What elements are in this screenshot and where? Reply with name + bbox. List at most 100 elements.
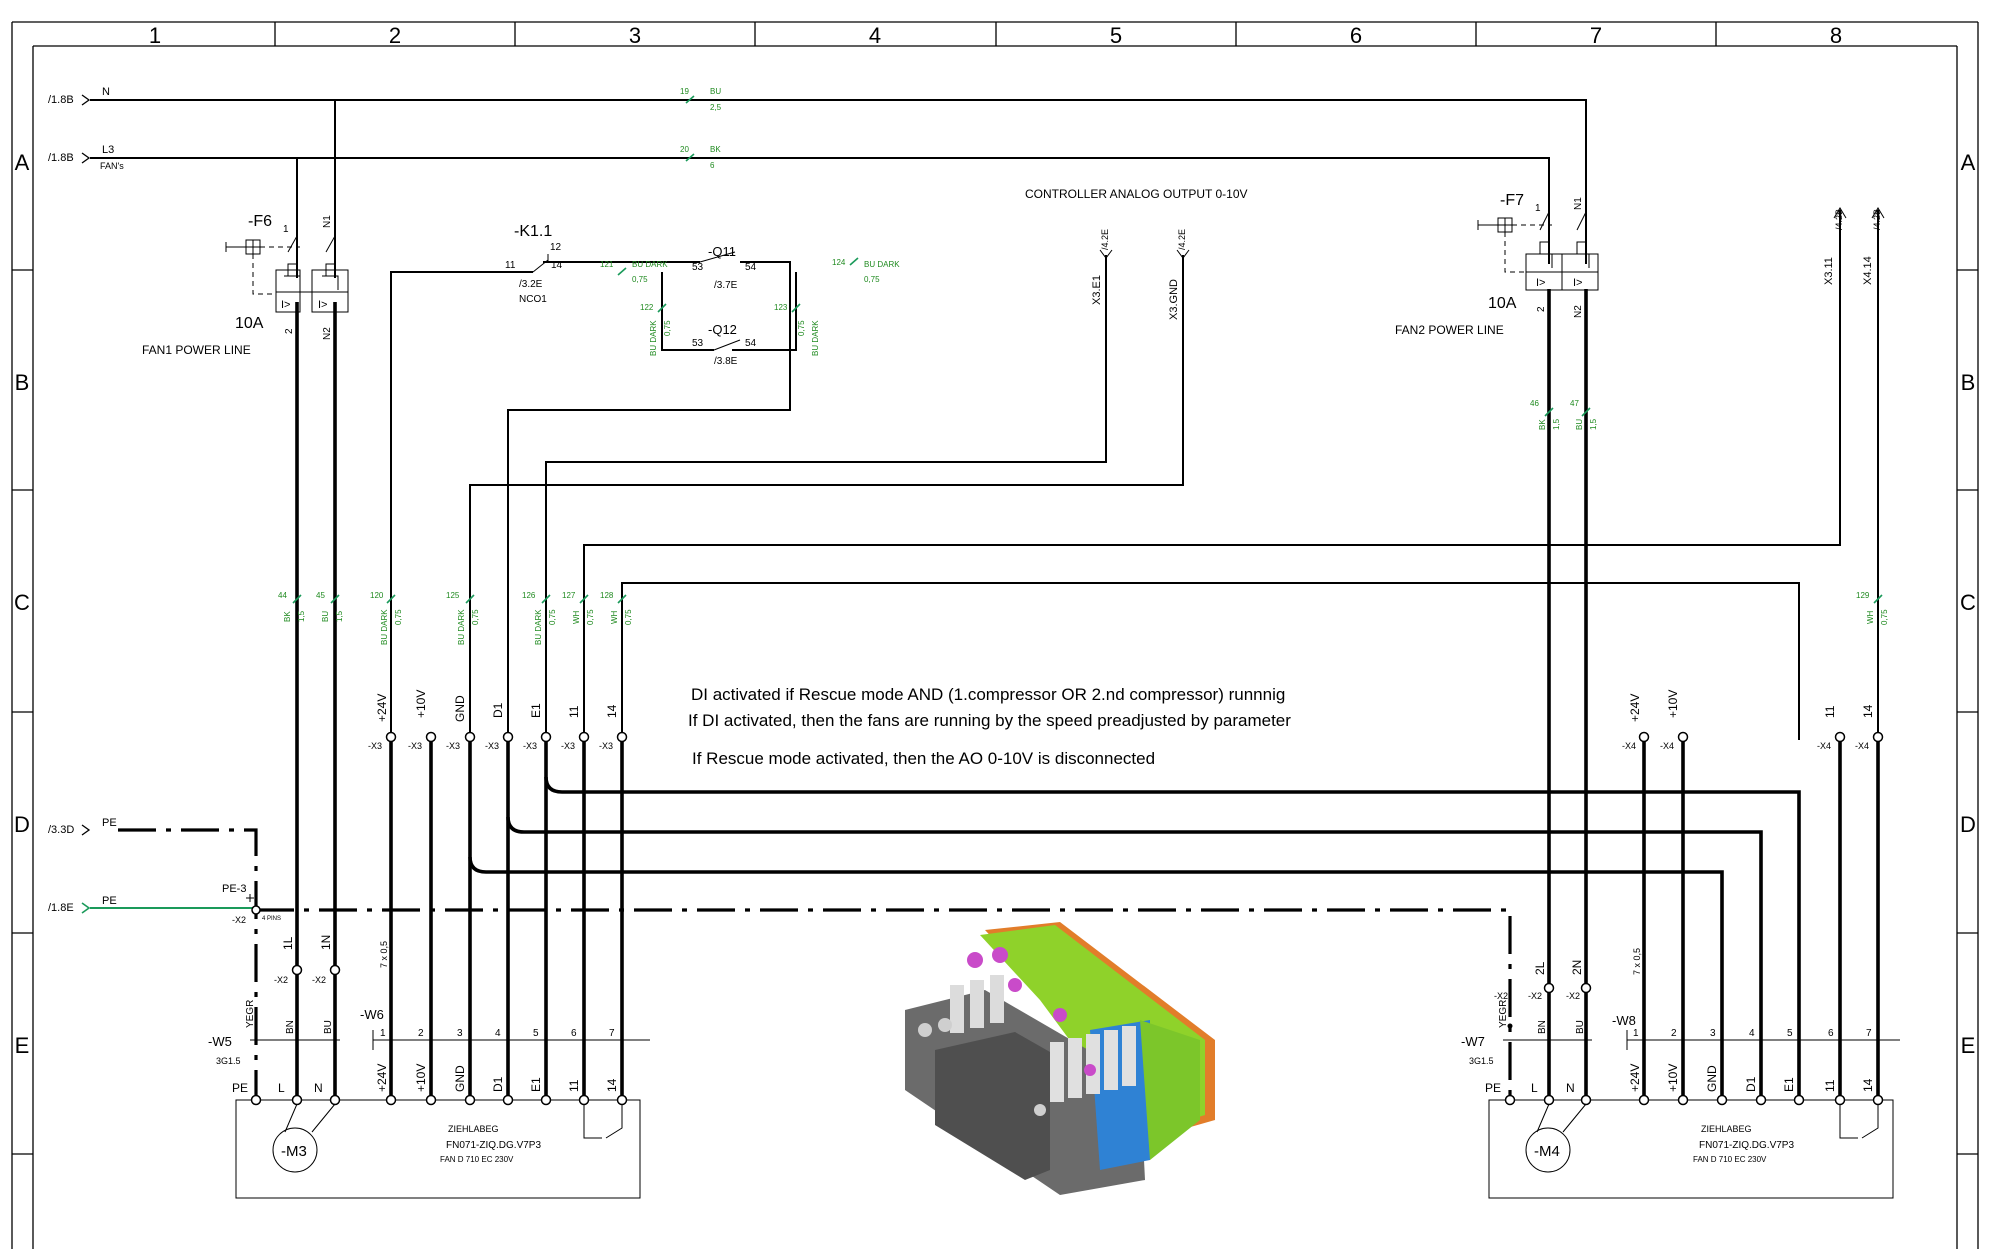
svg-text:46: 46 [1530,399,1539,408]
svg-text:PE: PE [1485,1081,1501,1095]
svg-text:BU DARK: BU DARK [632,260,668,269]
row-label: D [14,812,30,837]
motor-m3-box [235,1099,641,1199]
svg-text:BK: BK [710,145,721,154]
svg-text:E1: E1 [529,1077,543,1092]
motor-m3-symbol [272,1127,318,1173]
motor-m4-box [1488,1099,1894,1199]
svg-text:54: 54 [745,338,757,349]
svg-text:PE: PE [232,1081,248,1095]
svg-text:53: 53 [692,262,704,273]
svg-text:BU DARK: BU DARK [864,260,900,269]
svg-text:GND: GND [1705,1065,1719,1092]
terminal-block-illustration [905,922,1215,1195]
svg-text:2N: 2N [1570,960,1584,975]
svg-text:WH: WH [1866,610,1875,624]
wire-id-127: 127 WH 0,75 [562,591,595,625]
svg-text:BU DARK: BU DARK [534,609,543,645]
svg-text:1N: 1N [319,935,333,950]
svg-text:11: 11 [1823,705,1837,718]
svg-text:WH: WH [572,610,581,624]
svg-text:0,75: 0,75 [394,609,403,625]
svg-text:128: 128 [600,591,614,600]
svg-text:1: 1 [1535,203,1541,214]
svg-text:45: 45 [316,591,325,600]
svg-text:/4.2B: /4.2B [1872,209,1882,230]
svg-text:6: 6 [710,161,715,170]
motor-m3-name: -M3 [281,1143,307,1160]
svg-text:N2: N2 [1573,305,1584,318]
wire-id-126: 126 BU DARK 0,75 [522,591,557,645]
svg-text:19: 19 [680,87,689,96]
svg-text:D1: D1 [491,1076,505,1092]
svg-text:4: 4 [495,1028,501,1039]
column-label: 6 [1350,23,1362,48]
ref-pe2: /1.8E [48,902,74,914]
relay-q12-name: -Q12 [708,322,737,337]
svg-text:+10V: +10V [414,690,428,718]
notes: DI activated if Rescue mode AND (1.compr… [688,685,1291,768]
column-label: 7 [1590,23,1602,48]
svg-text:-W5: -W5 [208,1034,232,1049]
ref-pe2-label: PE [102,895,117,907]
cable-w7-w8: -W7 3G1.5 -W8 7 x 0,5 YEGR BN BU 1 2 3 4… [1461,948,1900,1066]
svg-text:123: 123 [774,303,788,312]
note-line: If Rescue mode activated, then the AO 0-… [692,749,1155,768]
cable-w5-w6: -W5 3G1.5 -W6 7 x 0,5 YEGR BN BU 1 2 3 4… [208,941,650,1066]
svg-text:1,5: 1,5 [1589,418,1598,430]
svg-text:BU DARK: BU DARK [457,609,466,645]
svg-text:127: 127 [562,591,576,600]
svg-text:-X3: -X3 [368,741,382,751]
svg-text:7 x 0,5: 7 x 0,5 [1632,948,1642,975]
controller-title: CONTROLLER ANALOG OUTPUT 0-10V [1025,187,1248,201]
svg-text:+24V: +24V [1628,694,1642,722]
svg-text:GND: GND [453,1065,467,1092]
ref-pe1-label: PE [102,817,117,829]
wire-id-20: 20 BK 6 [680,145,721,170]
svg-text:N: N [314,1081,323,1095]
row-label: E [1961,1033,1976,1058]
relay-q11-name: -Q11 [708,244,736,259]
svg-text:BU DARK: BU DARK [649,320,658,356]
svg-text:2: 2 [1671,1028,1677,1039]
svg-text:/4.2E: /4.2E [1177,229,1187,250]
fuse-f6-name: -F6 [248,213,272,230]
column-label: 8 [1830,23,1842,48]
svg-text:1: 1 [1633,1028,1639,1039]
row-label: E [15,1033,30,1058]
svg-text:BU: BU [321,611,330,622]
column-label: 3 [629,23,641,48]
svg-text:BU: BU [323,1020,334,1034]
svg-text:BU DARK: BU DARK [811,320,820,356]
svg-text:-X4: -X4 [1817,741,1831,751]
drawing-frame: 1 2 3 4 5 6 7 8 A B C D E A B C D E [11,21,1979,1249]
svg-text:YEGR: YEGR [1498,1000,1509,1028]
terminal-strip-x2: PE-3 -X2 4 PINS 1L 1N -X2 -X2 2L 2N -X2 … [222,883,1592,1029]
svg-text:FN071-ZIQ.DG.V7P3: FN071-ZIQ.DG.V7P3 [446,1140,541,1151]
svg-text:+24V: +24V [1628,1064,1642,1092]
svg-text:0,75: 0,75 [624,609,633,625]
svg-text:N1: N1 [322,215,333,228]
svg-text:-X3: -X3 [485,741,499,751]
ref-l3: /1.8B [48,152,74,164]
svg-text:I>: I> [318,299,327,311]
svg-text:2: 2 [1536,306,1547,312]
wire-id-123: 123 0,75 BU DARK [774,303,820,356]
svg-text:0,75: 0,75 [471,609,480,625]
svg-text:YEGR: YEGR [245,1000,256,1028]
svg-text:BK: BK [283,611,292,622]
wire-identifiers: 19 BU 2,5 20 BK 6 121 BU DARK 0,75 124 B… [278,87,1889,645]
svg-text:-X3: -X3 [561,741,575,751]
svg-text:/3.2E: /3.2E [519,279,543,290]
terminal-strip-x3: +24V +10V GND D1 E1 11 14 -X3 -X3 -X3 -X… [368,690,628,751]
svg-text:I>: I> [281,299,290,311]
svg-text:-X2: -X2 [1566,991,1580,1001]
motor-m4-name: -M4 [1534,1143,1560,1160]
svg-text:14: 14 [605,704,619,718]
relay-k11-name: -K1.1 [514,223,552,240]
svg-text:0,75: 0,75 [1880,609,1889,625]
wire-id-121: 121 BU DARK 0,75 [600,260,668,284]
svg-text:47: 47 [1570,399,1579,408]
svg-text:54: 54 [745,262,757,273]
